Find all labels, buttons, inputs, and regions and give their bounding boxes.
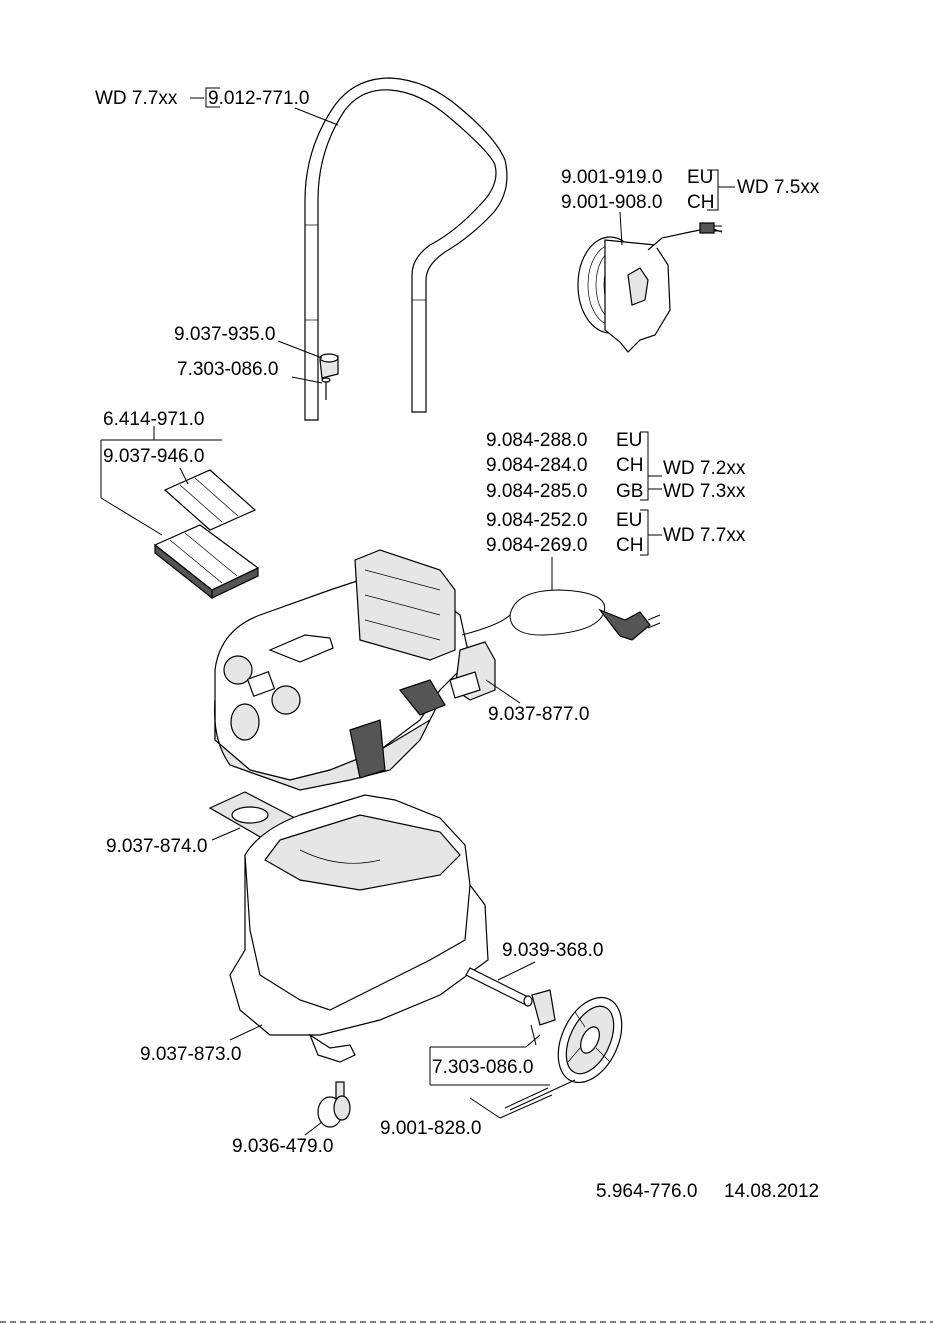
label-container: 9.037-873.0 xyxy=(140,1044,241,1065)
label-reel-eu-code: EU xyxy=(687,167,713,188)
leader-lines xyxy=(100,87,735,1136)
label-reel-model: WD 7.5xx xyxy=(737,177,820,198)
label-reel-ch: 9.001-908.0 xyxy=(561,192,662,213)
handle-drawing xyxy=(304,77,508,421)
filter-frame-drawing xyxy=(163,469,257,531)
label-cable-288: 9.084-288.0 xyxy=(486,430,587,451)
mains-cable-drawing xyxy=(461,589,661,641)
axle-drawing xyxy=(465,967,533,1007)
label-cable-288-code: EU xyxy=(616,430,642,451)
label-reel-ch-code: CH xyxy=(687,192,714,213)
label-seal: 9.037-874.0 xyxy=(106,836,207,857)
label-axle: 9.039-368.0 xyxy=(502,940,603,961)
cable-reel-drawing xyxy=(577,222,723,353)
clip-drawing xyxy=(319,353,339,379)
label-cable-model-73: WD 7.3xx xyxy=(663,481,746,502)
label-cable-284: 9.084-284.0 xyxy=(486,455,587,476)
axle-clip-drawing xyxy=(530,989,556,1046)
label-cable-252-code: EU xyxy=(616,510,642,531)
doc-number: 5.964-776.0 xyxy=(596,1181,697,1202)
motor-head-drawing xyxy=(213,549,471,791)
label-cable-model-77: WD 7.7xx xyxy=(663,525,746,546)
label-clip: 9.037-935.0 xyxy=(174,324,275,345)
label-castor: 9.036-479.0 xyxy=(232,1136,333,1157)
seal-drawing xyxy=(208,791,297,839)
label-screw-bottom: 7.303-086.0 xyxy=(432,1057,533,1078)
label-cable-284-code: CH xyxy=(616,455,643,476)
label-wheel: 9.001-828.0 xyxy=(380,1118,481,1139)
label-screw-top: 7.303-086.0 xyxy=(177,359,278,380)
label-cable-269-code: CH xyxy=(616,535,643,556)
castor-drawing xyxy=(317,1081,351,1128)
flat-filter-drawing xyxy=(153,524,260,600)
label-filter: 9.037-946.0 xyxy=(103,446,204,467)
wheel-drawing xyxy=(557,996,623,1084)
label-cable-model-72: WD 7.2xx xyxy=(663,458,746,479)
label-filter-set: 6.414-971.0 xyxy=(103,409,204,430)
container-drawing xyxy=(229,794,489,1063)
label-handle-part: 9.012-771.0 xyxy=(208,88,309,109)
label-cable-252: 9.084-252.0 xyxy=(486,510,587,531)
label-handle-model: WD 7.7xx xyxy=(95,88,178,109)
label-holder: 9.037-877.0 xyxy=(488,704,589,725)
label-cable-269: 9.084-269.0 xyxy=(486,535,587,556)
doc-date: 14.08.2012 xyxy=(724,1181,819,1202)
label-reel-eu: 9.001-919.0 xyxy=(561,167,662,188)
label-cable-285: 9.084-285.0 xyxy=(486,481,587,502)
cable-holder-drawing xyxy=(449,641,496,701)
label-cable-285-code: GB xyxy=(616,481,643,502)
screw-top-drawing xyxy=(321,377,331,400)
part-labels: WD 7.7xx 9.012-771.0 9.001-919.0 EU 9.00… xyxy=(95,88,820,1202)
